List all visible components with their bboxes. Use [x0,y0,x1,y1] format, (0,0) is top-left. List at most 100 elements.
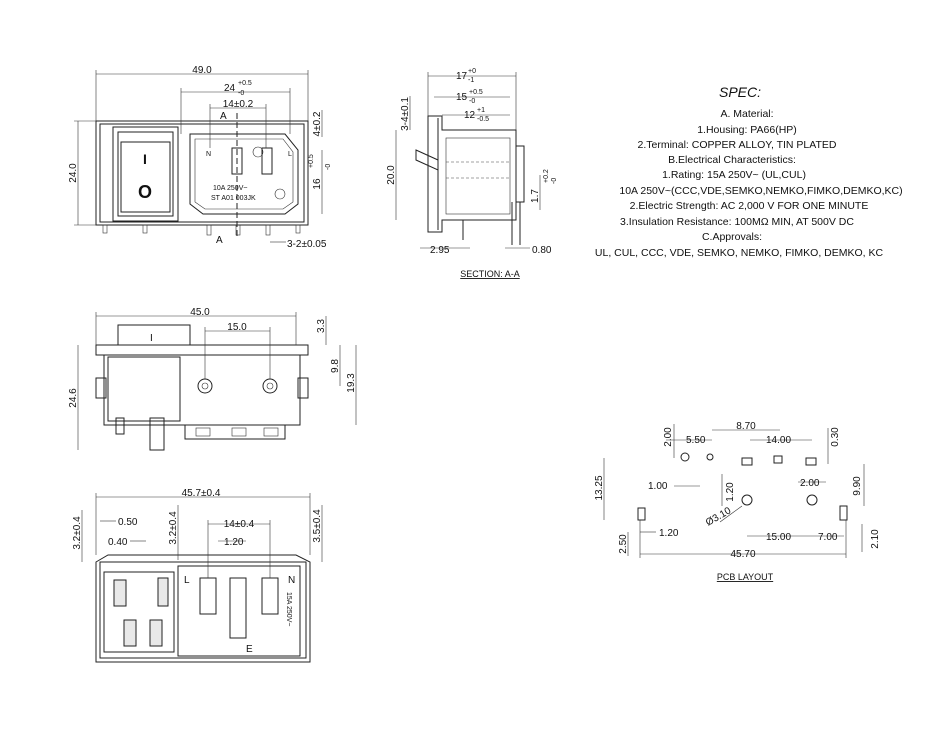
spec-line: C.Approvals: [702,231,762,243]
leader-pcb-hole [719,505,743,523]
dim-pcb-right-pad: 2.10 [870,529,881,549]
switch-on-mark: I [143,151,147,167]
front-pin [102,224,108,234]
pcb-pad [839,505,848,521]
dim-pcb-pad-h: 0.30 [830,427,841,447]
side-terminal [263,427,279,437]
dim-pcb-hole-dia: Ø3.10 [704,505,733,528]
front-pin [235,224,241,236]
bottom-pin-label-l: L [184,575,190,586]
section-caption: SECTION: A-A [460,269,520,279]
inlet-pin-left [231,147,243,175]
pcb-pad [706,453,714,461]
dim-depth-total: 17 [456,71,468,82]
side-body [103,354,301,426]
dim-pin-width: 3-2±0.05 [287,239,327,250]
side-pin-leg [149,417,165,451]
dim-pin-gap: 0.50 [118,517,138,528]
dim-pcb-overall: 45.70 [730,549,755,560]
dim-depth-total-tol-dn: -1 [468,77,474,84]
section-latch [415,149,439,171]
dim-side-mid: 9.8 [330,359,341,373]
dim-pcb-pitch-c: 14.00 [766,435,791,446]
dim-side-top: 3.3 [316,319,327,333]
section-cavity [445,137,511,215]
inlet-pin-right [261,147,273,175]
front-marking-rating: 10A 250V~ [213,185,247,192]
dim-depth-inner-tol-dn: -0.5 [477,116,489,123]
dim-inlet-height-tol-dn: -0 [325,164,332,170]
approval-mark-1 [252,146,264,158]
pcb-pad [637,507,646,521]
dim-pcb-pitch-b: 8.70 [736,421,756,432]
dim-front-thickness: 2.95 [430,245,450,256]
dim-pcb-left-pad-gap: 1.20 [659,528,679,539]
side-pin-hole-right-inner [266,382,274,390]
bottom-body-inner [99,561,307,659]
pcb-pad [680,452,690,462]
bottom-terminal-e [229,577,247,639]
spec-block: SPEC: A. Material: 1.Housing: PA66(HP) 2… [595,84,903,259]
dim-pin-span-tol-up: +0.5 [238,80,252,87]
spec-line: A. Material: [720,108,773,120]
dim-pcb-left-pad: 2.50 [618,534,629,554]
front-body-inner [99,123,305,223]
bottom-switch-terminal [113,579,127,607]
dim-overall-width: 49.0 [192,65,212,76]
switch-bezel [117,131,174,217]
dim-pcb-right-pitch: 7.00 [818,532,838,543]
side-terminal [231,427,247,437]
spec-line: 10A 250V~(CCC,VDE,SEMKO,NEMKO,FIMKO,DEMK… [619,185,902,197]
spec-line: B.Electrical Characteristics: [668,154,796,166]
dim-depth-inner: 12 [464,110,476,121]
dim-pcb-small-3: 2.00 [800,478,820,489]
front-pin [265,224,271,236]
pin-label-n: N [206,151,211,158]
front-pin [295,224,301,234]
dim-pcb-center-pitch: 15.00 [766,532,791,543]
side-terminal-block [184,424,286,440]
switch-off-mark: O [138,182,152,202]
side-latch-left [95,377,107,399]
spec-line: 1.Rating: 15A 250V~ (UL,CUL) [662,169,806,181]
dim-inlet-height-tol-up: +0.5 [308,154,315,168]
dim-center-span: 14±0.2 [223,99,254,110]
dim-pin-thickness: 0.80 [532,245,552,256]
dim-bottom-left: 3.2±0.4 [72,516,83,550]
spec-line: UL, CUL, CCC, VDE, SEMKO, NEMKO, FIMKO, … [595,247,884,259]
spec-line: 2.Terminal: COPPER ALLOY, TIN PLATED [638,139,837,151]
dim-bottom-width: 45.7±0.4 [182,488,221,499]
dim-depth-mid-tol-dn: -0 [469,98,475,105]
bottom-switch-terminal [123,619,137,647]
section-body [427,115,517,233]
inlet-inner [194,138,294,210]
dim-depth-total-tol-up: +0 [468,68,476,75]
bottom-pin-label-e: E [246,644,253,655]
front-marking-model: ST A01 003JK [211,195,256,202]
front-pin [142,224,148,234]
bottom-marking-rating: 15A 250V~ [285,592,292,626]
dim-pcb-small-2: 1.20 [725,482,736,502]
dim-height: 24.0 [68,163,79,183]
dim-depth-mid-tol-up: +0.5 [469,89,483,96]
spec-line: 3.Insulation Resistance: 100MΩ MIN, AT 5… [620,216,854,228]
side-pin-hole-left-inner [201,382,209,390]
spec-line: 1.Housing: PA66(HP) [697,124,797,136]
dim-pin-space: 1.20 [224,537,244,548]
dim-pcb-pitch-a: 5.50 [686,435,706,446]
dim-bottom-mid: 3.2±0.4 [168,511,179,545]
dim-pcb-pad-w: 2.00 [663,427,674,447]
dim-pcb-right-v: 9.90 [852,476,863,496]
spec-title: SPEC: [719,84,761,100]
dim-bottom-center: 14±0.4 [224,519,255,530]
side-switch-housing [107,356,181,422]
side-switch [117,324,191,346]
dim-top-offset: 4±0.2 [312,111,323,136]
bottom-switch-terminal [157,577,169,607]
spec-line: 2.Electric Strength: AC 2,000 V FOR ONE … [630,200,869,212]
dim-side-height: 24.6 [68,388,79,408]
pin-label-l: L [288,151,292,158]
pcb-caption: PCB LAYOUT [717,572,774,582]
dim-pcb-left-v: 13.25 [594,475,605,500]
